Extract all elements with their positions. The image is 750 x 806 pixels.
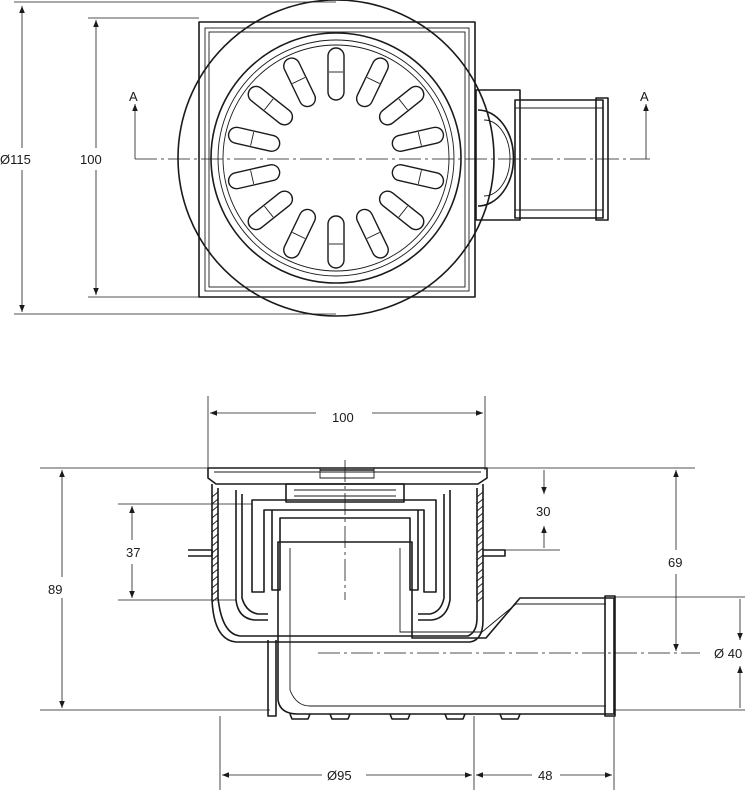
hatch-line [476,596,484,603]
grate-slot [327,47,345,101]
hatch-line [211,575,219,582]
hatch-line [211,554,219,561]
dim-diameter-115: Ø115 [0,152,31,167]
hatch-line [476,512,484,519]
grate-slot [227,126,281,153]
grate-slot [355,57,389,108]
square-grate-outer [198,21,476,298]
hatch-line [476,498,484,505]
wall-hatch [211,491,484,603]
rib [289,713,311,720]
hatch-line [476,526,484,533]
dim-outlet-length-48: 48 [538,768,552,783]
round-flange [177,0,495,317]
hatch-line [211,512,219,519]
dim-outlet-diameter-40: Ø 40 [714,646,742,661]
hatch-line [211,519,219,526]
drain-plate [210,32,462,284]
hatch-line [476,505,484,512]
hatch-line [211,498,219,505]
hatch-line [476,568,484,575]
dim-square-100: 100 [80,152,102,167]
section-view: 100 [40,396,745,790]
hatch-line [211,568,219,575]
grate-slot [378,190,425,231]
rib [329,713,351,720]
grate-slot [391,163,445,190]
hatch-line [211,561,219,568]
hatch-line [211,589,219,596]
hatch-line [211,596,219,603]
grate-slot [247,85,294,126]
grate-slot [378,85,425,126]
bottom-ribs [289,713,521,720]
dim-outlet-height-69: 69 [668,555,682,570]
hatch-line [476,561,484,568]
grate-slot [327,215,345,269]
grate-slot [283,57,317,108]
hatch-line [211,505,219,512]
grate-slot [247,190,294,231]
grate-slot [283,208,317,259]
hatch-line [476,589,484,596]
rib [444,713,466,720]
hatch-line [476,519,484,526]
rib [389,713,411,720]
rib [499,713,521,720]
hatch-line [476,533,484,540]
hatch-line [476,491,484,498]
top-view: A A Ø115 100 [0,0,650,317]
hatch-line [211,582,219,589]
grate-slot [355,208,389,259]
grate-slots [227,47,445,269]
hatch-line [211,491,219,498]
dim-top-width-100: 100 [332,410,354,425]
hatch-line [476,547,484,554]
hatch-line [211,526,219,533]
section-label-left: A [129,89,138,104]
dim-body-diameter-95: Ø95 [327,768,352,783]
hatch-line [211,533,219,540]
side-outlet [475,89,609,221]
dim-total-height-89: 89 [48,582,62,597]
hatch-line [476,554,484,561]
grate-slot [227,163,281,190]
hatch-line [476,582,484,589]
hatch-line [476,575,484,582]
section-label-right: A [640,89,649,104]
dim-seal-depth-30: 30 [536,504,550,519]
hatch-line [211,547,219,554]
hatch-line [476,540,484,547]
dim-inner-height-37: 37 [126,545,140,560]
grate-slot [391,126,445,153]
hatch-line [211,540,219,547]
